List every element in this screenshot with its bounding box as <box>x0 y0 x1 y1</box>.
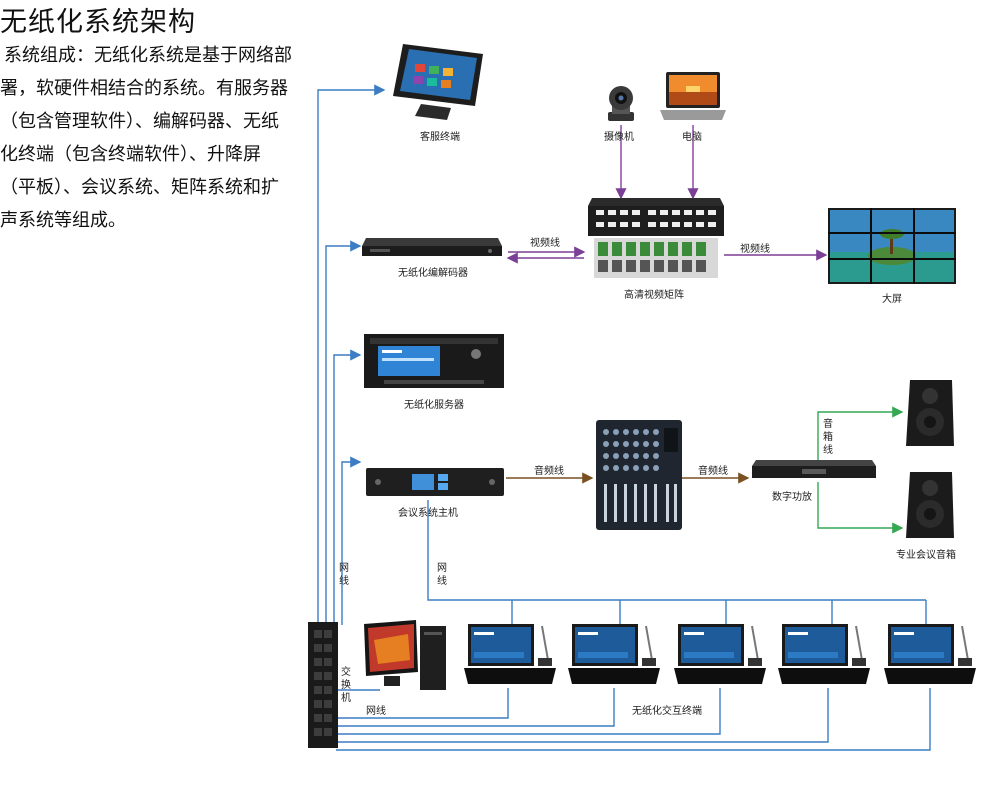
computer-label: 电脑 <box>682 132 702 143</box>
matrix-icon <box>588 198 724 278</box>
speaker-bottom <box>906 472 954 540</box>
lift-screen-terminal-icon <box>884 624 976 684</box>
conference-host-label: 会议系统主机 <box>398 508 458 519</box>
amplifier-label: 数字功放 <box>772 492 812 503</box>
digital-amplifier <box>752 458 876 480</box>
server-label: 无纸化服务器 <box>404 400 464 411</box>
server-icon <box>364 334 504 388</box>
network-wires <box>317 84 931 751</box>
switch-label: 交换机 <box>341 667 351 704</box>
audio-line-label-1: 音频线 <box>534 466 564 477</box>
rack-device-icon <box>362 238 502 256</box>
desktop-computer-icon <box>364 620 446 690</box>
speaker-line-label: 音箱线 <box>823 419 833 456</box>
video-matrix <box>588 198 724 280</box>
intro-text: 系统组成：无纸化系统是基于网络部署，软硬件相结合的系统。有服务器（包含管理软件）… <box>0 45 292 231</box>
net-line-label-2: 网线 <box>437 563 447 587</box>
network-switch <box>308 622 338 750</box>
lift-screen-terminal-icon <box>464 624 556 684</box>
switch-icon <box>308 622 338 748</box>
ptz-camera-icon <box>608 86 634 121</box>
codec-label: 无纸化编解码器 <box>398 268 468 279</box>
camera <box>602 84 640 122</box>
terminal-2 <box>568 622 660 686</box>
terminal-1 <box>464 622 556 686</box>
lift-screen-terminal-icon <box>674 624 766 684</box>
laptop-icon <box>660 72 726 120</box>
touch-monitor-icon <box>393 44 483 120</box>
lift-screen-terminal-icon <box>778 624 870 684</box>
big-screen <box>828 208 956 284</box>
amplifier-icon <box>752 460 876 478</box>
audio-mixer <box>596 420 682 532</box>
terminal-4 <box>778 622 870 686</box>
codec <box>362 236 502 258</box>
computer <box>660 70 726 122</box>
net-line-label-1: 网线 <box>339 563 349 587</box>
matrix-label: 高清视频矩阵 <box>624 290 684 301</box>
video-wall-icon <box>828 208 956 284</box>
audio-line-label-2: 音频线 <box>698 466 728 477</box>
server <box>364 334 504 390</box>
lift-screen-terminal-icon <box>568 624 660 684</box>
conference-host-icon <box>366 468 504 496</box>
big-screen-label: 大屏 <box>882 294 902 305</box>
terminal-3 <box>674 622 766 686</box>
service-terminal-label: 客服终端 <box>420 132 460 143</box>
terminal-5 <box>884 622 976 686</box>
speaker-icon <box>906 472 954 538</box>
camera-label: 摄像机 <box>604 132 634 143</box>
mixer-icon <box>596 420 682 530</box>
video-line-label-1: 视频线 <box>530 238 560 249</box>
conference-host <box>366 468 504 498</box>
terminals-label: 无纸化交互终端 <box>632 706 702 717</box>
speaker-top <box>906 380 954 448</box>
video-line-label-2: 视频线 <box>740 244 770 255</box>
service-terminal <box>385 40 489 122</box>
speakers-label: 专业会议音箱 <box>896 550 956 561</box>
desktop-pc <box>364 620 448 692</box>
speaker-icon <box>906 380 954 446</box>
net-line-label-3: 网线 <box>366 706 386 717</box>
diagram-title: 无纸化系统架构 <box>0 7 196 38</box>
